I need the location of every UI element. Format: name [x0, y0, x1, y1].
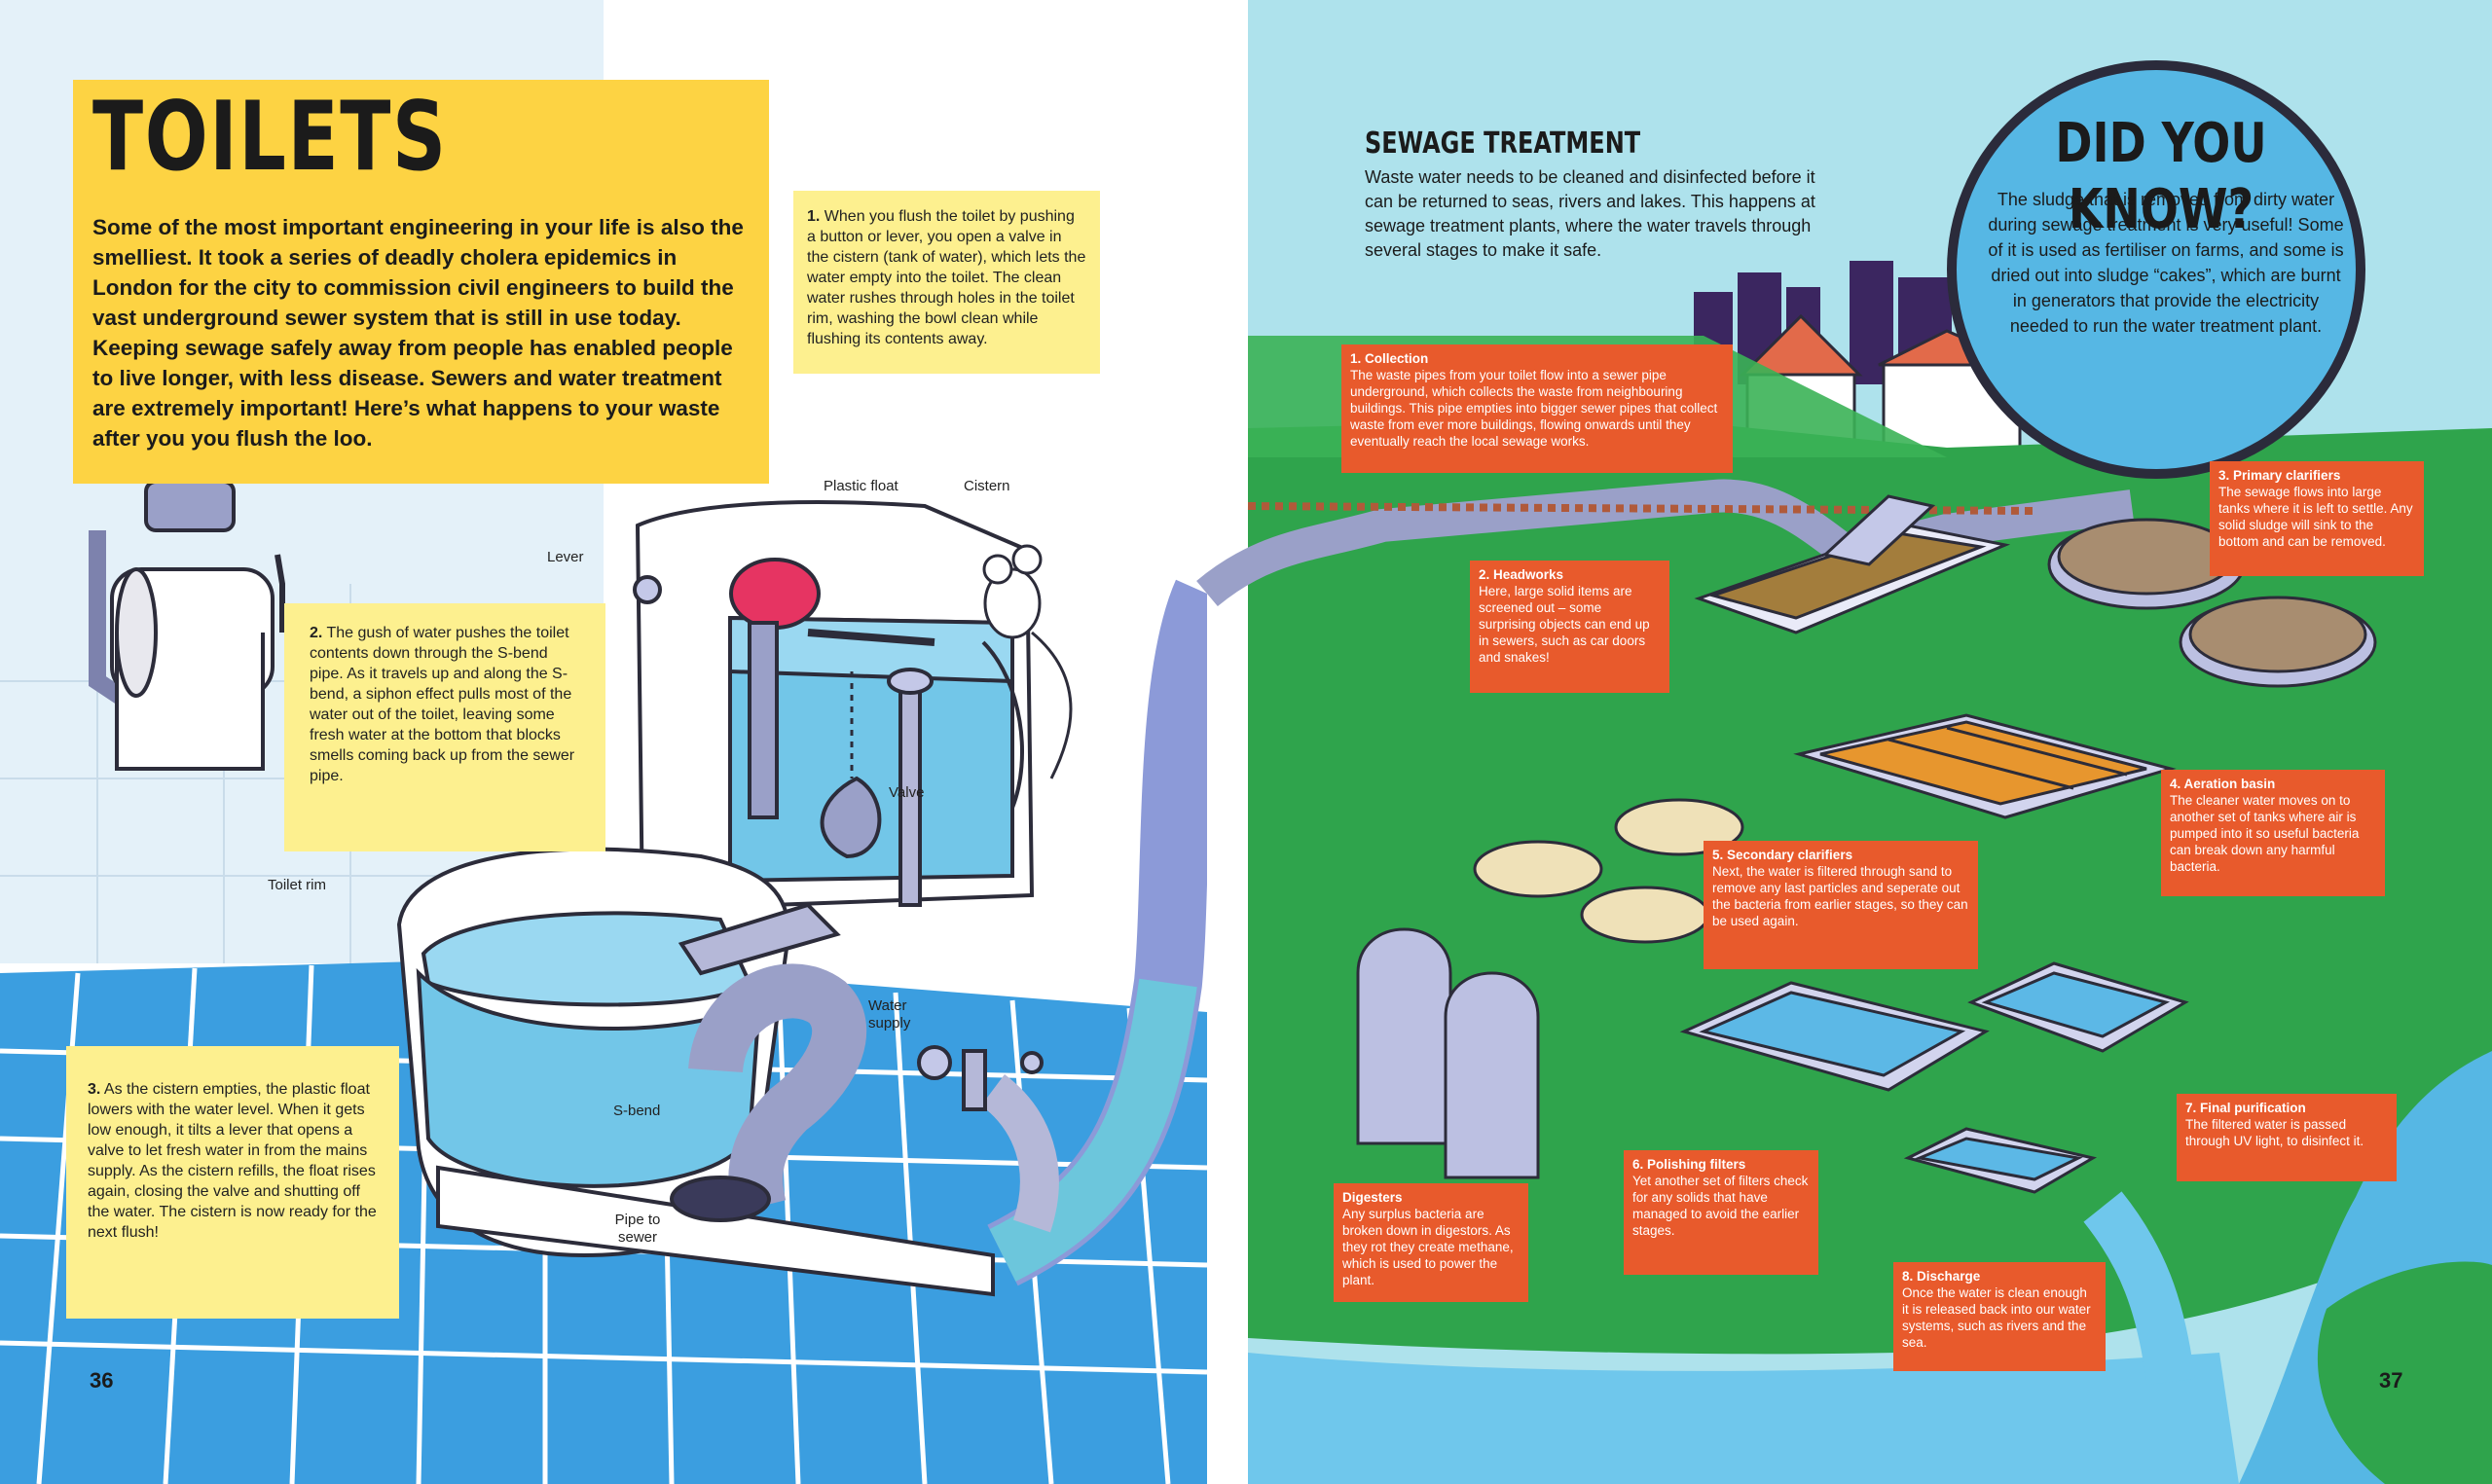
step-3-note: 3. As the cistern empties, the plastic f… — [66, 1046, 399, 1319]
intro-text: Some of the most important engineering i… — [92, 215, 744, 451]
step-1-text: When you flush the toilet by pushing a b… — [807, 208, 1086, 347]
stage-text: Any surplus bacteria are broken down in … — [1342, 1207, 1514, 1287]
step-3-text: As the cistern empties, the plastic floa… — [88, 1081, 377, 1241]
toilet-paper-holder — [89, 480, 285, 771]
discharge-flow — [2083, 1191, 2195, 1386]
section-title: SEWAGE TREATMENT — [1365, 127, 1641, 161]
sewer-pipe-left-water — [989, 978, 1197, 1282]
island — [2317, 1261, 2492, 1484]
stage-secondary-clarifiers: 5. Secondary clarifiers Next, the water … — [1704, 841, 1978, 969]
stage-text: Yet another set of filters check for any… — [1632, 1174, 1809, 1238]
stage-title: 1. Collection — [1350, 351, 1429, 366]
page-title: TOILETS — [92, 82, 448, 193]
stage-polishing-filters: 6. Polishing filters Yet another set of … — [1624, 1150, 1818, 1275]
aeration-basin — [1793, 713, 2177, 819]
stage-final-purification: 7. Final purification The filtered water… — [2177, 1094, 2397, 1181]
stage-title: 7. Final purification — [2185, 1101, 2306, 1115]
polishing-filters — [1679, 961, 2189, 1194]
stage-title: 6. Polishing filters — [1632, 1157, 1746, 1172]
did-you-know-title: DID YOU KNOW? — [2055, 112, 2267, 241]
s-bend-pipe — [670, 902, 1059, 1233]
headworks-tank — [1694, 494, 2011, 634]
stage-digesters: Digesters Any surplus bacteria are broke… — [1334, 1183, 1528, 1302]
step-1-note: 1. When you flush the toilet by pushing … — [793, 191, 1100, 374]
section-body: Waste water needs to be cleaned and disi… — [1365, 167, 1815, 260]
stage-text: Next, the water is filtered through sand… — [1712, 864, 1968, 928]
label-water-supply: Water supply — [868, 997, 911, 1032]
stage-text: The waste pipes from your toilet flow in… — [1350, 368, 1718, 449]
title-panel — [73, 80, 769, 484]
stage-title: Digesters — [1342, 1190, 1403, 1205]
stage-title: 2. Headworks — [1479, 567, 1564, 582]
stage-title: 3. Primary clarifiers — [2218, 468, 2341, 483]
mouse — [982, 544, 1073, 779]
stage-discharge: 8. Discharge Once the water is clean eno… — [1893, 1262, 2106, 1371]
page-gutter — [1207, 0, 1248, 1484]
label-pipe-to-sewer: Pipe to sewer — [614, 1212, 661, 1246]
stage-title: 8. Discharge — [1902, 1269, 1981, 1284]
step-3-number: 3. — [88, 1081, 101, 1098]
step-2-note: 2. The gush of water pushes the toilet c… — [284, 603, 605, 851]
step-1-number: 1. — [807, 208, 821, 225]
primary-clarifiers — [2047, 518, 2377, 688]
page-number-left: 36 — [90, 1368, 114, 1393]
label-toilet-rim: Toilet rim — [268, 877, 327, 893]
label-cistern: Cistern — [964, 478, 1010, 494]
stage-text: The cleaner water moves on to another se… — [2170, 793, 2360, 874]
water-supply-valve — [917, 1045, 1044, 1111]
did-you-know-body: The sludge that is removed from dirty wa… — [1988, 190, 2344, 336]
stage-headworks: 2. Headworks Here, large solid items are… — [1470, 561, 1669, 693]
stage-text: Once the water is clean enough it is rel… — [1902, 1285, 2091, 1350]
stage-text: The sewage flows into large tanks where … — [2218, 485, 2413, 549]
step-2-number: 2. — [310, 625, 323, 641]
label-lever: Lever — [547, 549, 584, 565]
step-2-text: The gush of water pushes the toilet cont… — [310, 625, 575, 784]
stage-title: 4. Aeration basin — [2170, 777, 2276, 791]
stage-primary-clarifiers: 3. Primary clarifiers The sewage flows i… — [2210, 461, 2424, 576]
page-number-right: 37 — [2379, 1368, 2403, 1393]
stage-text: The filtered water is passed through UV … — [2185, 1117, 2364, 1148]
stage-title: 5. Secondary clarifiers — [1712, 848, 1853, 862]
cistern-mechanism — [633, 558, 935, 907]
stage-collection: 1. Collection The waste pipes from your … — [1341, 344, 1733, 473]
stage-aeration-basin: 4. Aeration basin The cleaner water move… — [2161, 770, 2385, 896]
stage-text: Here, large solid items are screened out… — [1479, 584, 1650, 665]
sea — [1248, 1353, 2239, 1484]
label-s-bend: S-bend — [613, 1103, 661, 1119]
digesters — [1356, 927, 1540, 1179]
label-plastic-float: Plastic float — [824, 478, 898, 494]
label-valve: Valve — [889, 784, 925, 801]
